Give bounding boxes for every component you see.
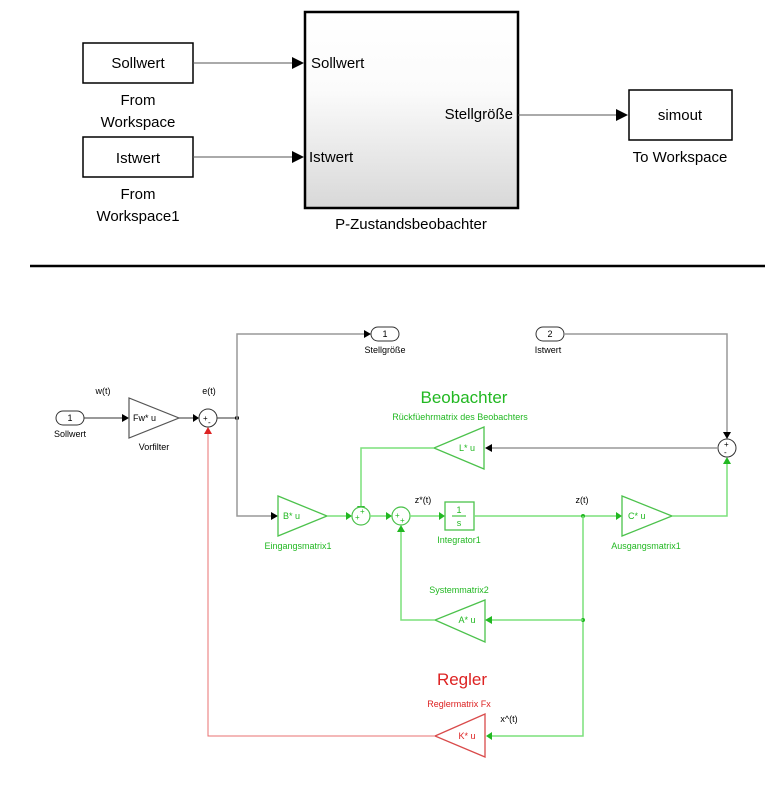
subsystem-port-label: Stellgröße <box>445 106 513 123</box>
signal-line[interactable] <box>491 516 584 737</box>
signal-line[interactable] <box>236 333 364 418</box>
gain-expression: A* u <box>458 615 475 625</box>
block-caption: Integrator1 <box>437 535 481 545</box>
arrow-head-icon <box>271 512 278 520</box>
block-caption: Vorfilter <box>139 442 170 452</box>
arrow-head-icon <box>346 512 352 520</box>
block-caption: Workspace <box>101 114 176 131</box>
outport-stellgroesse[interactable]: 1 <box>370 326 400 342</box>
integrator-numerator: 1 <box>456 505 461 515</box>
sum-sign: + <box>355 513 360 522</box>
gain-expression: B* u <box>283 511 300 521</box>
inport-sollwert[interactable]: 1 <box>55 410 85 426</box>
block-caption: Ausgangsmatrix1 <box>611 541 681 551</box>
arrow-head-icon <box>485 616 492 624</box>
arrow-head-icon <box>386 512 392 520</box>
subsystem-port-label: Istwert <box>309 149 354 166</box>
arrow-head-icon <box>723 457 731 464</box>
block-caption: Eingangsmatrix1 <box>264 541 331 551</box>
sum-sign: + <box>395 511 400 520</box>
sum-sign: + <box>203 414 208 423</box>
port-label: Istwert <box>535 345 562 355</box>
subsystem-block[interactable]: Sollwert Istwert Stellgröße <box>303 10 520 210</box>
arrow-head-icon <box>439 512 445 520</box>
arrow-head-icon <box>616 109 628 121</box>
block-caption: From <box>121 186 156 203</box>
gain-expression: C* u <box>628 511 646 521</box>
sum-sign: + <box>724 440 729 449</box>
sum-sign: + <box>400 516 405 525</box>
subsystem-name: P-Zustandsbeobachter <box>335 216 487 233</box>
controller-gain-block[interactable]: K* u <box>433 713 486 758</box>
signal-label-w: w(t) <box>95 386 111 396</box>
port-number: 2 <box>547 329 552 339</box>
from-workspace-istwert-block[interactable]: Istwert <box>82 136 194 178</box>
arrow-head-icon <box>485 444 492 452</box>
arrow-head-icon <box>292 151 304 163</box>
port-label: Sollwert <box>54 429 87 439</box>
output-matrix-gain-block[interactable]: C* u <box>621 495 674 537</box>
sum-observer-output-block[interactable]: + - <box>717 438 737 458</box>
arrow-head-icon <box>292 57 304 69</box>
signal-line[interactable] <box>236 418 271 517</box>
block-caption: Rückfüehrmatrix des Beobachters <box>392 412 528 422</box>
port-label: Stellgröße <box>364 345 405 355</box>
sum-error-block[interactable]: + - <box>198 408 218 428</box>
inport-istwert[interactable]: 2 <box>535 326 565 342</box>
arrow-head-icon <box>486 732 492 740</box>
block-caption: Systemmatrix2 <box>429 585 489 595</box>
subsystem-port-label: Sollwert <box>311 55 365 72</box>
gain-expression: L* u <box>459 443 475 453</box>
from-workspace-value: Sollwert <box>111 55 165 72</box>
vorfilter-gain-block[interactable]: Fw* u <box>128 397 181 439</box>
sum-input-block[interactable]: + + <box>351 506 371 526</box>
arrow-head-icon <box>397 525 405 532</box>
from-workspace-value: Istwert <box>116 150 161 167</box>
observer-section-title: Beobachter <box>421 388 508 407</box>
arrow-head-icon <box>122 414 129 422</box>
sum-sign: - <box>724 448 727 457</box>
from-workspace-sollwert-block[interactable]: Sollwert <box>82 42 194 84</box>
port-number: 1 <box>67 413 72 423</box>
sum-state-block[interactable]: + + <box>391 506 411 526</box>
arrow-head-icon <box>193 414 199 422</box>
signal-line[interactable] <box>360 447 434 506</box>
sum-sign: - <box>208 418 211 427</box>
signal-line[interactable] <box>672 464 728 517</box>
gain-expression: Fw* u <box>133 413 156 423</box>
to-workspace-value: simout <box>658 107 703 124</box>
block-caption: To Workspace <box>633 149 728 166</box>
arrow-head-icon <box>723 432 731 439</box>
arrow-head-icon <box>204 427 212 434</box>
signal-label-z-dot: z*(t) <box>415 495 432 505</box>
controller-section-title: Regler <box>437 670 487 689</box>
block-caption: Reglermatrix Fx <box>427 699 491 709</box>
arrow-head-icon <box>616 512 622 520</box>
port-number: 1 <box>382 329 387 339</box>
signal-label-e: e(t) <box>202 386 216 396</box>
observer-feedback-gain-block[interactable]: L* u <box>432 426 485 470</box>
signal-line[interactable] <box>400 532 435 621</box>
arrow-head-icon <box>364 330 371 338</box>
input-matrix-gain-block[interactable]: B* u <box>277 495 329 537</box>
signal-line[interactable] <box>564 333 728 432</box>
to-workspace-block[interactable]: simout <box>628 89 733 141</box>
block-caption: Workspace1 <box>96 208 179 225</box>
signal-line[interactable] <box>207 434 435 737</box>
block-caption: From <box>121 92 156 109</box>
integrator-denominator: s <box>457 518 462 528</box>
integrator-block[interactable]: 1 s <box>444 501 475 531</box>
gain-expression: K* u <box>458 731 475 741</box>
signal-label-z: z(t) <box>576 495 589 505</box>
signal-label-x-hat: x^(t) <box>500 714 517 724</box>
system-matrix-gain-block[interactable]: A* u <box>433 599 486 643</box>
sum-sign: + <box>360 507 365 516</box>
